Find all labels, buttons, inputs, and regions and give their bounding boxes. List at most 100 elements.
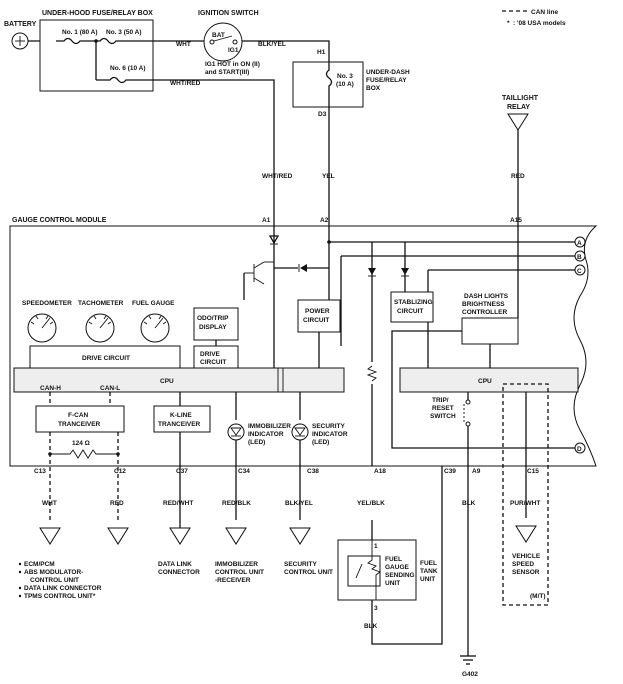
wire-label-pur-wht: PUR/WHT (510, 500, 540, 507)
dest-abs-1: ABS MODULATOR- (24, 569, 83, 576)
power-circuit (297, 299, 341, 333)
fuel-send-label-2: GAUGE (385, 564, 410, 571)
ign-ig1-label: IG1 (228, 47, 239, 54)
fcan-tranceiver (35, 405, 125, 433)
dest-data-link-1: DATA LINK (158, 561, 192, 568)
dest-sec-unit-1: SECURITY (284, 561, 318, 568)
pin-c38: C38 (307, 468, 319, 475)
wire-label-wht: WHT (176, 41, 191, 48)
taillight-relay-label-1: TAILLIGHT (502, 95, 539, 102)
dash-label-3: CONTROLLER (462, 309, 507, 316)
can-l-label: CAN-L (100, 385, 120, 392)
dest-arrow-kline (169, 527, 191, 545)
diode-a1-icon (268, 235, 280, 245)
kline-label-1: K-LINE (170, 412, 192, 419)
fuse-ud3-label-2: (10 A) (336, 81, 354, 88)
connector-a-label: A (577, 240, 582, 247)
pin-c34: C34 (238, 468, 250, 475)
ign-bat-terminal (209, 39, 215, 45)
underhood-box-label: UNDER-HOOD FUSE/RELAY BOX (42, 10, 153, 17)
connector-c: C (574, 264, 586, 276)
wire-label-wht-red: WHT/RED (262, 173, 293, 180)
ignition-switch-icon (203, 22, 243, 62)
dest-ecm: ECM/PCM (24, 561, 55, 568)
drive-circuit2-label-1: DRIVE (200, 351, 221, 358)
dash-label-2: BRIGHTNESS (462, 301, 505, 308)
pin-c12: C12 (114, 468, 126, 475)
drive-circuit2-label-2: CIRCUIT (200, 359, 226, 366)
stab-label-1: STABLIZING (394, 299, 433, 306)
bullet-3 (18, 586, 22, 590)
drive-circuit-label: DRIVE CIRCUIT (82, 355, 130, 362)
connector-b: B (574, 250, 586, 262)
sec-indicator-label-2: INDICATOR (312, 431, 348, 438)
ign-note-1: IG1 HOT in ON (II) (205, 61, 260, 68)
pin-h1: H1 (317, 49, 326, 56)
power-circuit-label-1: POWER (305, 308, 330, 315)
connector-d: D (574, 442, 586, 454)
bullet-2 (18, 570, 22, 574)
power-circuit-label-2: CIRCUIT (303, 317, 329, 324)
wire-label-red: RED (511, 173, 525, 180)
pin-a2: A2 (320, 217, 329, 224)
trip-reset-switch-icon (463, 399, 471, 427)
ign-ig1-terminal (232, 39, 238, 45)
dest-arrow-vss (515, 525, 537, 543)
fuel-sending-unit (347, 555, 381, 587)
wire-blk-ground (371, 466, 443, 645)
fuel-send-label-1: FUEL (385, 556, 402, 563)
dest-sec-unit-2: CONTROL UNIT (284, 569, 333, 576)
dest-arrow-immo (225, 527, 247, 545)
fuse-ud3-label-1: No. 3 (337, 73, 353, 80)
ground-icon (460, 655, 476, 665)
tachometer-icon (85, 313, 115, 343)
kline-label-2: TRANCEIVER (158, 421, 201, 428)
ign-bat-label: BAT (212, 32, 225, 39)
pin-c13: C13 (34, 468, 46, 475)
fuse3-icon (90, 37, 122, 45)
stablizing-circuit (390, 291, 434, 323)
underdash-label-1: UNDER-DASH (366, 69, 410, 76)
fuel-gauge-label: FUEL GAUGE (132, 300, 175, 307)
terminating-resistor-icon (50, 449, 118, 459)
dest-data-link-2: CONNECTOR (158, 569, 200, 576)
dest-vss-2: SPEED (512, 561, 534, 568)
pin-c37: C37 (176, 468, 188, 475)
fuel-send-label-3: SENDING (385, 572, 415, 579)
dest-vss-1: VEHICLE (512, 553, 541, 560)
battery-icon (11, 32, 29, 50)
rail-d (391, 330, 575, 449)
fcan-label-2: TRANCEIVER (58, 421, 101, 428)
dest-arrow-can-h (39, 527, 61, 545)
legend-star: * (507, 20, 510, 27)
splice-fuse (94, 39, 98, 43)
gcm-label: GAUGE CONTROL MODULE (12, 217, 107, 224)
legend-usa-models: : '08 USA models (513, 20, 566, 27)
can-h-label: CAN-H (40, 385, 61, 392)
kline-tranceiver (153, 405, 211, 433)
wire-label-red-wht: RED/WHT (163, 500, 193, 507)
wire-label-yel: YEL (322, 173, 335, 180)
diode-power-icon (300, 264, 307, 272)
fuse6-label: No. 6 (10 A) (110, 65, 146, 72)
wire-label-wht-can: WHT (42, 500, 57, 507)
cpu-secondary-label: CPU (478, 378, 492, 385)
dest-immo-unit-1: IMMOBILIZER (215, 561, 258, 568)
odo-trip-display (193, 307, 239, 341)
fuse-ud3-icon (325, 62, 333, 107)
dest-immo-unit-3: -RECEIVER (215, 577, 251, 584)
bullet-4 (18, 594, 22, 598)
bullet-1 (18, 562, 22, 566)
underdash-fuse-relay-box (292, 61, 364, 108)
fuel-sending-wiper-icon (355, 563, 363, 579)
pin-a18: A18 (374, 468, 386, 475)
resistor-fuel-icon (366, 365, 378, 382)
fuel-pin-3: 3 (374, 605, 378, 612)
tachometer-label: TACHOMETER (78, 300, 124, 307)
splice-can-l (116, 452, 120, 456)
transistor-icon (244, 261, 274, 285)
pin-a15: A15 (510, 217, 522, 224)
fuel-tank-label-1: FUEL (420, 560, 437, 567)
wire-blk-yel (242, 40, 330, 62)
diode-fuel-icon (368, 268, 376, 275)
